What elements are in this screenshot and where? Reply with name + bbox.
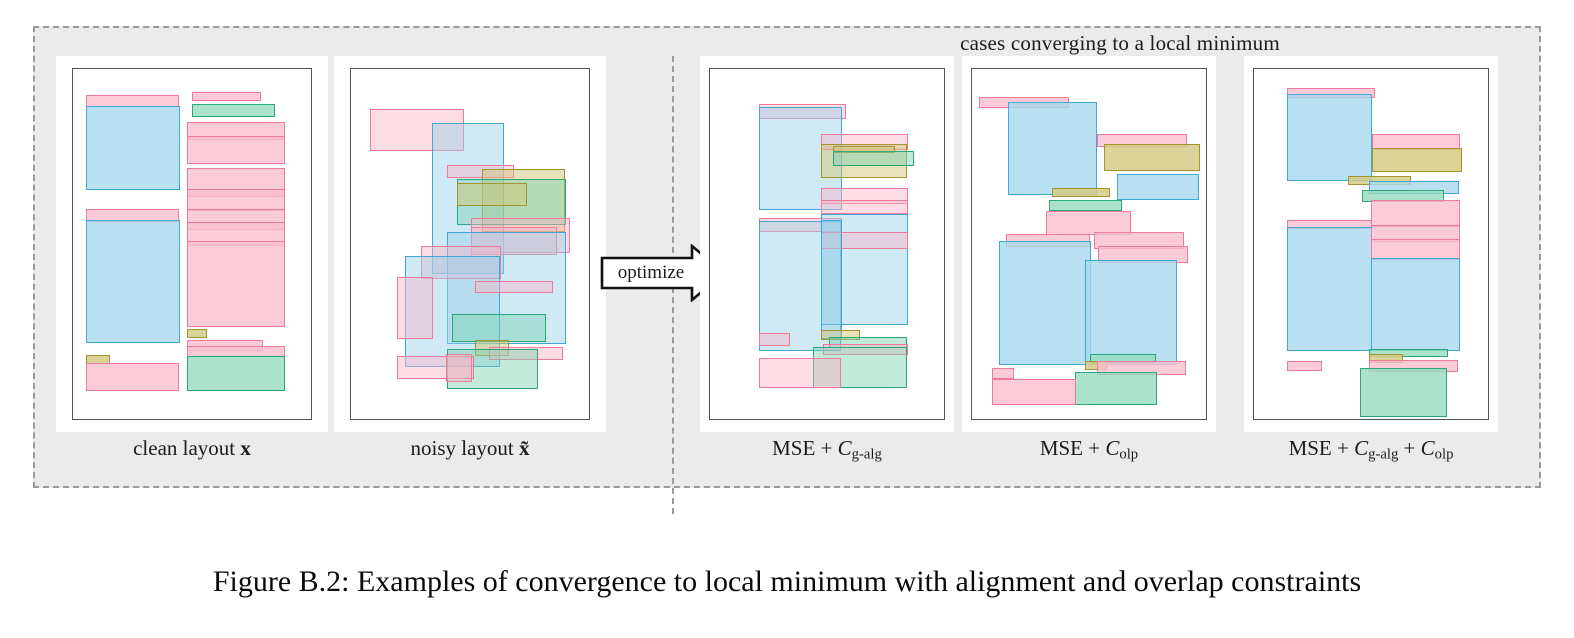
layout-box — [759, 333, 790, 346]
layout-box — [812, 347, 907, 388]
layout-box — [474, 280, 554, 294]
layout-box — [187, 136, 285, 165]
layout-box — [832, 146, 895, 153]
panel-label-text-noisy: noisy layout x̃ — [410, 436, 530, 460]
layout-box — [456, 182, 528, 206]
layout-box — [447, 231, 567, 344]
layout-box — [452, 314, 547, 342]
layout-box — [187, 356, 285, 391]
layout-box — [187, 241, 285, 328]
layout-box — [1371, 200, 1460, 227]
layout-box — [821, 329, 860, 340]
layout-box — [1368, 349, 1449, 358]
panel-label-text-olp: MSE + Colp — [1039, 436, 1139, 463]
layout-box — [1085, 259, 1177, 365]
panel-label-galg-olp: MSE + Cg-alg + Colp — [1221, 436, 1521, 464]
layout-box — [370, 109, 465, 152]
layout-box — [1360, 368, 1448, 418]
layout-box — [821, 188, 908, 205]
group-title: cases converging to a local minimum — [960, 31, 1280, 55]
figure-caption: Figure B.2: Examples of convergence to l… — [212, 565, 1362, 598]
panel-canvas-clean — [72, 68, 312, 420]
layout-box — [471, 226, 557, 255]
panel-mse-galg-olp: MSE + Cg-alg + Colp — [1244, 56, 1498, 463]
layout-box — [397, 356, 474, 379]
layout-box — [86, 363, 179, 391]
layout-box — [1074, 371, 1157, 405]
panel-label-galg: MSE + Cg-alg — [700, 436, 954, 464]
panel-label-clean: clean layout x — [56, 436, 328, 461]
layout-box — [823, 343, 908, 355]
layout-box — [187, 328, 208, 338]
panel-label-text-galg: MSE + Cg-alg — [772, 436, 882, 463]
layout-box — [759, 357, 842, 388]
layout-box — [1371, 258, 1460, 351]
panel-label-text-galg-olp: MSE + Cg-alg + Colp — [1288, 436, 1454, 463]
layout-box — [1049, 200, 1122, 212]
layout-box — [1008, 102, 1098, 195]
layout-box — [991, 378, 1077, 405]
layout-box — [832, 151, 914, 166]
layout-box — [1286, 226, 1373, 351]
panel-noisy-layout: noisy layout x̃ — [334, 56, 606, 460]
optimize-arrow: optimize — [600, 244, 726, 302]
layout-box — [1372, 147, 1463, 173]
layout-box — [821, 200, 908, 214]
layout-box — [821, 219, 843, 339]
layout-box — [1286, 93, 1373, 181]
layout-box — [397, 277, 434, 339]
layout-box — [421, 245, 501, 279]
layout-box — [489, 347, 563, 360]
layout-box — [447, 349, 538, 390]
layout-box — [86, 220, 181, 343]
layout-box — [1051, 188, 1111, 198]
layout-box — [86, 106, 181, 191]
panel-label-olp: MSE + Colp — [962, 436, 1216, 464]
layout-box — [998, 240, 1092, 365]
layout-box — [1371, 238, 1460, 260]
optimize-arrow-label: optimize — [617, 262, 685, 283]
layout-box — [192, 104, 275, 117]
layout-box — [1104, 144, 1201, 171]
panel-canvas-galg-olp — [1253, 68, 1489, 420]
layout-box — [192, 92, 262, 102]
layout-box — [759, 221, 842, 351]
layout-box — [1117, 174, 1199, 201]
panel-label-noisy: noisy layout x̃ — [334, 436, 606, 461]
layout-box — [1286, 361, 1322, 372]
layout-box — [187, 345, 285, 357]
panel-mse-galg: MSE + Cg-alg — [700, 56, 954, 463]
panel-label-text-clean: clean layout x — [133, 436, 251, 460]
panel-mse-olp: MSE + Colp — [962, 56, 1216, 463]
panel-clean-layout: clean layout x — [56, 56, 328, 460]
panel-canvas-olp — [971, 68, 1207, 420]
panel-canvas-galg — [709, 68, 945, 420]
layout-box — [446, 354, 473, 383]
layout-box — [991, 368, 1015, 380]
panel-canvas-noisy — [350, 68, 590, 420]
